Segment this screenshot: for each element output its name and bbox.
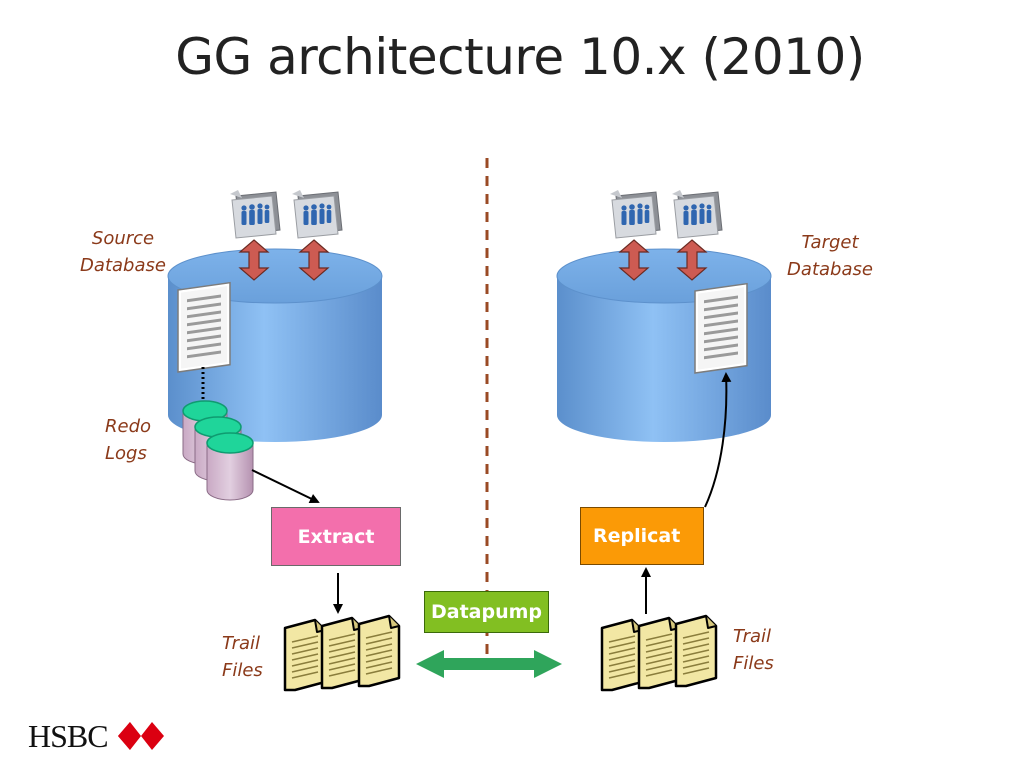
redo-to-extract-arrow	[251, 469, 320, 504]
trail-file-icon	[283, 618, 327, 692]
trail-file-icon	[600, 618, 644, 692]
hsbc-logo-text: HSBC	[28, 718, 109, 754]
replicat-box: Replicat	[580, 507, 704, 565]
hsbc-hexagon-logo-icon	[118, 722, 164, 750]
users-icon	[291, 189, 343, 239]
trail-file-icon	[674, 614, 718, 688]
redo-log-cylinder-icon	[206, 432, 254, 501]
replicat-to-target-arrow	[704, 372, 732, 508]
target-log-document-icon	[693, 282, 749, 375]
trail-file-icon	[357, 614, 401, 688]
users-icon	[671, 189, 723, 239]
datapump-box: Datapump	[424, 591, 549, 633]
users-icon	[229, 189, 281, 239]
trail-file-icon	[637, 616, 681, 690]
extract-box: Extract	[271, 507, 401, 566]
datapump-transfer-arrow-icon	[416, 650, 562, 678]
users-icon	[609, 189, 661, 239]
page-title: GG architecture 10.x (2010)	[175, 28, 865, 86]
source-log-document-icon	[176, 281, 232, 374]
trail-file-icon	[320, 616, 364, 690]
